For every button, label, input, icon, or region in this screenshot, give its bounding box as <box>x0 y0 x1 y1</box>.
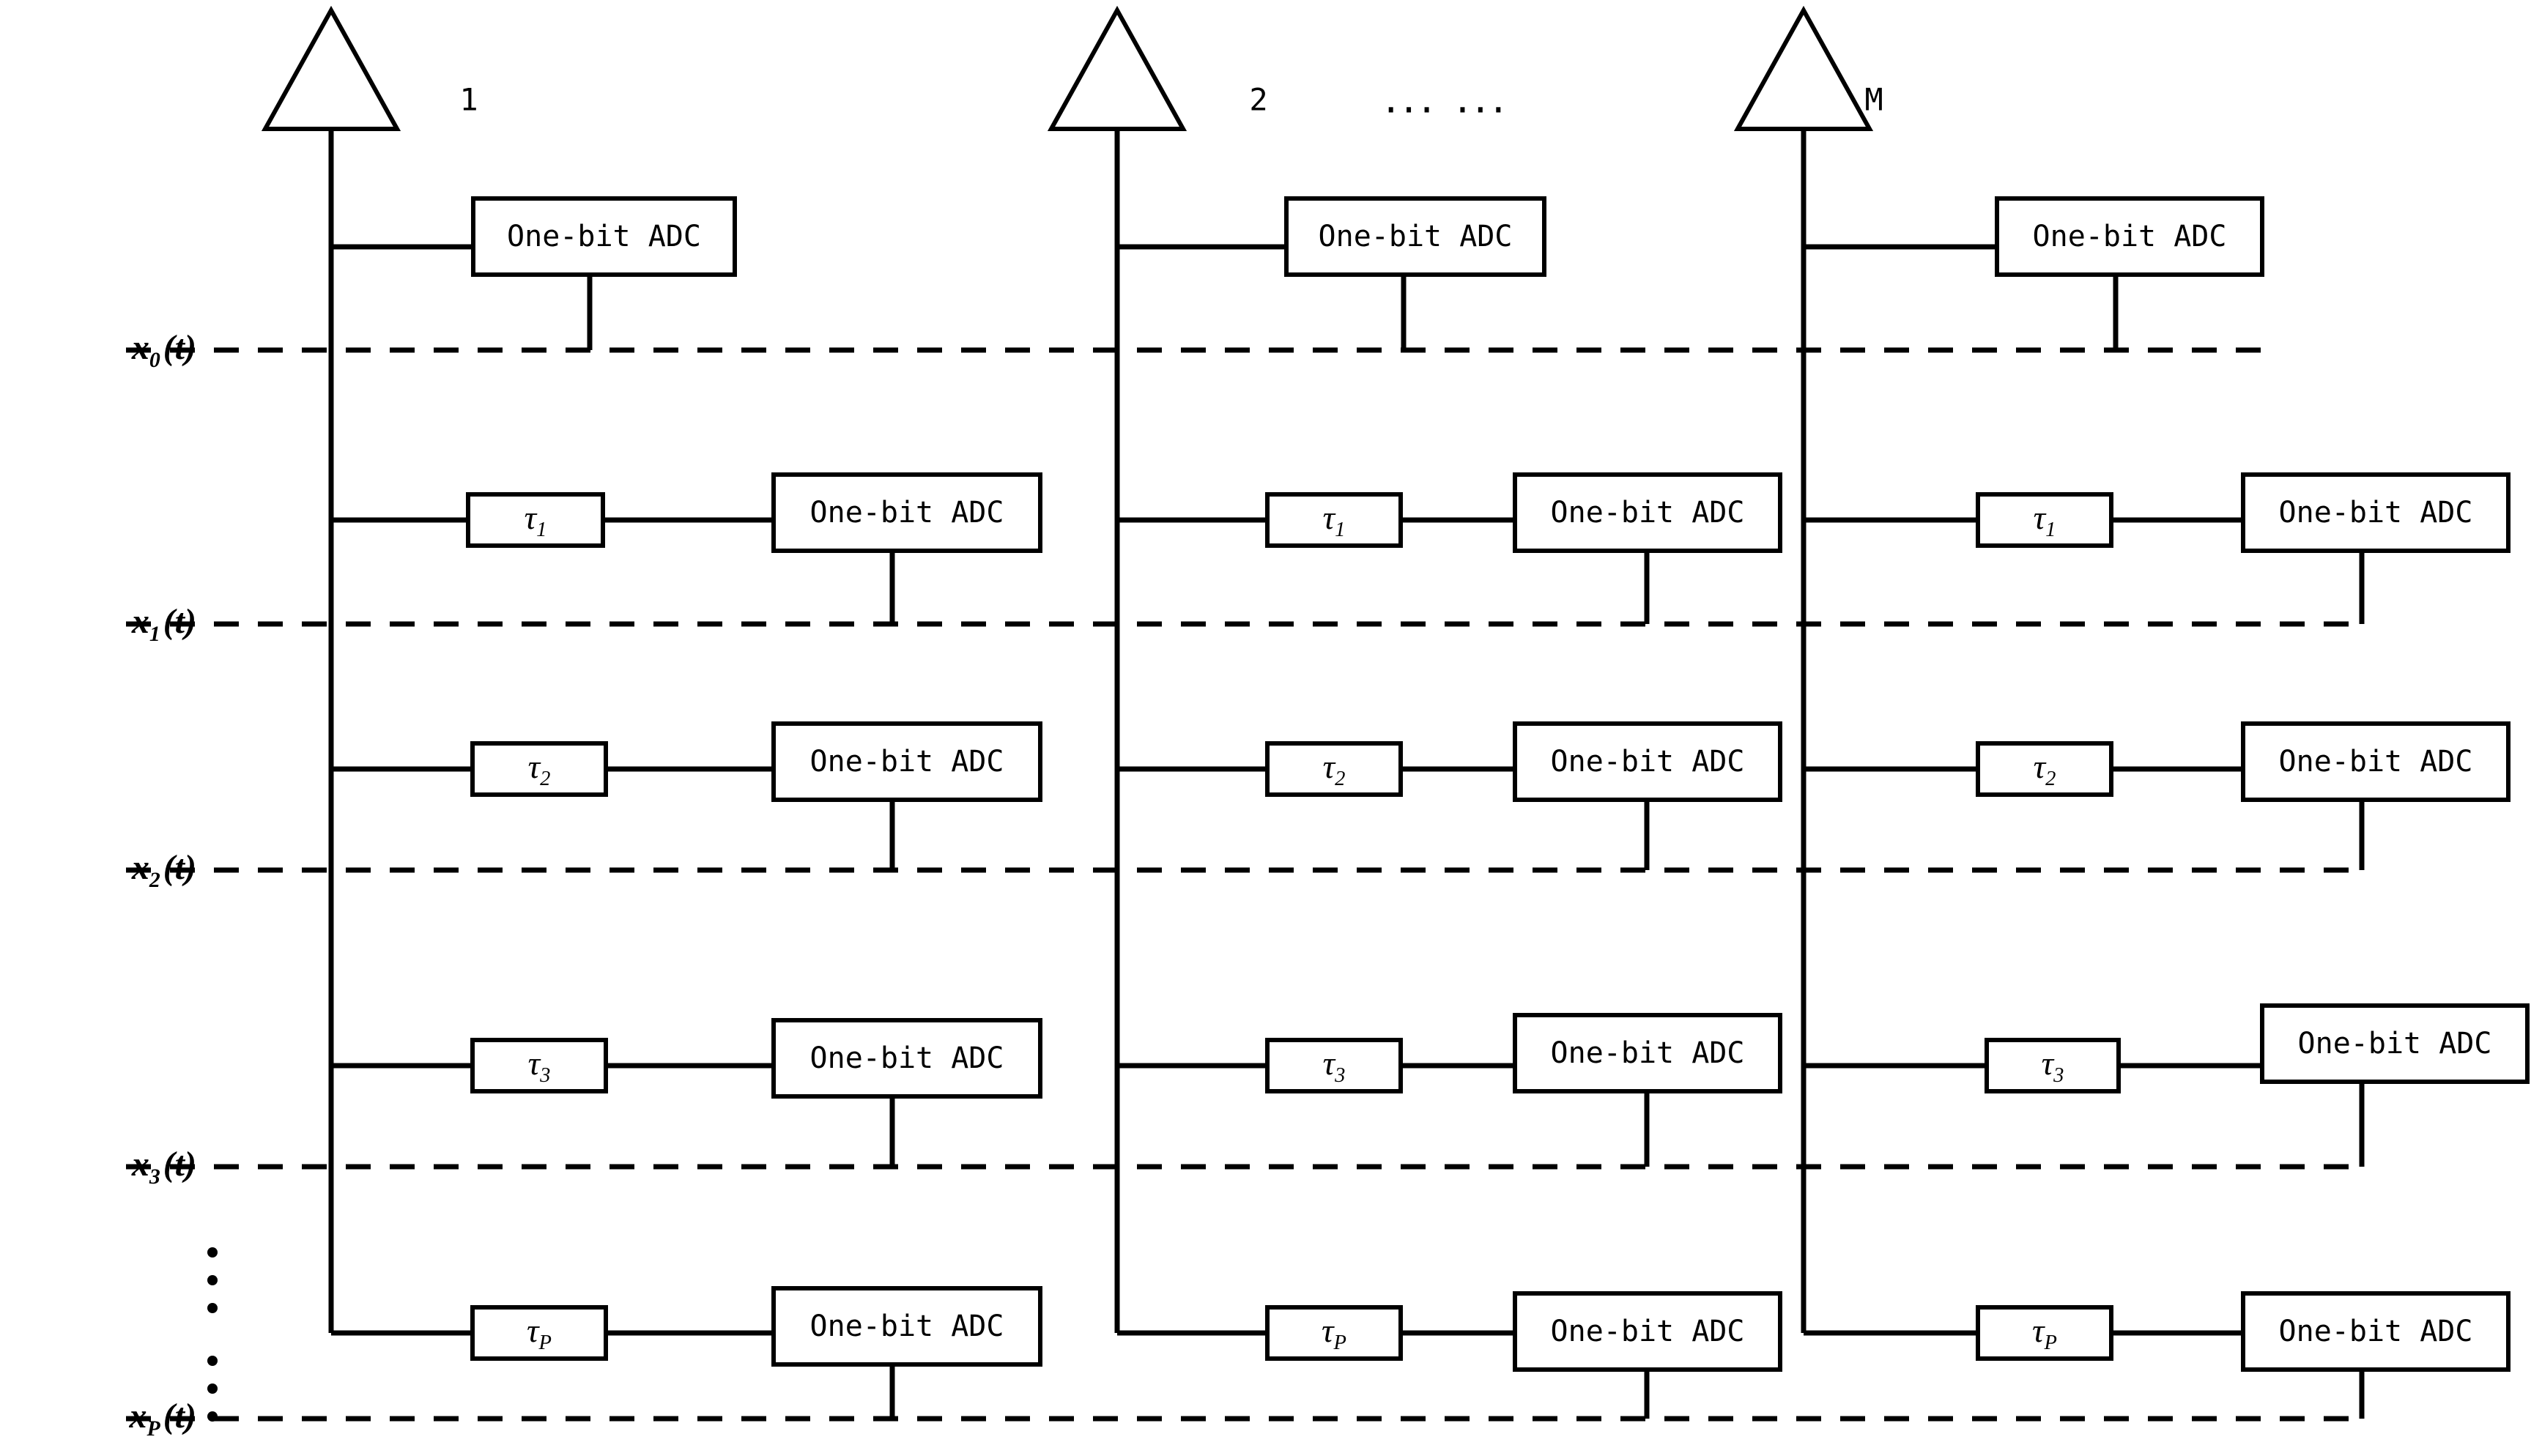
row-label-row-x1: x1 (t) <box>131 602 196 646</box>
delay-box-row-x2-col1[interactable] <box>470 741 608 797</box>
delay-label-row-x2-col2: τ2 <box>1322 747 1346 791</box>
adc-box-row-x0-col1[interactable] <box>471 196 737 277</box>
row-ellipsis-dot-1 <box>207 1247 218 1258</box>
delay-box-row-x3-col3[interactable] <box>1985 1038 2121 1093</box>
antenna-icon-1 <box>261 5 401 131</box>
row-label-row-x0: x0 (t) <box>131 328 196 372</box>
adc-box-row-x1-col1[interactable] <box>771 472 1042 553</box>
adc-box-row-x1-col3[interactable] <box>2241 472 2510 553</box>
adc-box-row-x3-col3[interactable] <box>2260 1003 2530 1084</box>
row-label-row-xP: xP (t) <box>129 1397 197 1441</box>
delay-box-row-x3-col1[interactable] <box>470 1038 608 1093</box>
delay-label-row-xP-col2: τP <box>1322 1311 1346 1355</box>
delay-label-row-x1-col1: τ1 <box>524 498 547 542</box>
delay-label-row-x3-col3: τ3 <box>2041 1044 2064 1088</box>
delay-label-row-x2-col3: τ2 <box>2033 747 2056 791</box>
antenna-label-2: 2 <box>1249 81 1268 118</box>
row-label-row-x3: x3 (t) <box>131 1145 196 1189</box>
delay-label-row-xP-col3: τP <box>2032 1311 2057 1355</box>
antenna-label-1: 1 <box>459 81 478 118</box>
row-ellipsis-dot-4 <box>207 1356 218 1366</box>
delay-label-row-x1-col2: τ1 <box>1322 498 1346 542</box>
row-ellipsis-dot-5 <box>207 1383 218 1394</box>
delay-box-row-x2-col3[interactable] <box>1976 741 2113 797</box>
adc-box-row-x1-col2[interactable] <box>1513 472 1782 553</box>
adc-box-row-xP-col3[interactable] <box>2241 1291 2510 1372</box>
antenna-label-3: M <box>1864 81 1883 118</box>
delay-label-row-x2-col1: τ2 <box>527 747 551 791</box>
adc-box-row-x0-col2[interactable] <box>1284 196 1546 277</box>
adc-box-row-x3-col2[interactable] <box>1513 1013 1782 1093</box>
delay-box-row-xP-col1[interactable] <box>470 1305 608 1361</box>
adc-box-row-xP-col1[interactable] <box>771 1286 1042 1367</box>
adc-box-row-xP-col2[interactable] <box>1513 1291 1782 1372</box>
adc-box-row-x0-col3[interactable] <box>1995 196 2264 277</box>
delay-label-row-xP-col1: τP <box>527 1311 552 1355</box>
antenna-icon-3 <box>1733 5 1874 131</box>
row-ellipsis-dot-6 <box>207 1411 218 1422</box>
adc-box-row-x2-col1[interactable] <box>771 721 1042 802</box>
adc-box-row-x3-col1[interactable] <box>771 1018 1042 1099</box>
antenna-icon-2 <box>1047 5 1187 131</box>
delay-label-row-x1-col3: τ1 <box>2033 498 2056 542</box>
adc-box-row-x2-col3[interactable] <box>2241 721 2510 802</box>
row-ellipsis-dot-3 <box>207 1303 218 1313</box>
column-ellipsis: ··· ··· <box>1384 85 1510 135</box>
delay-label-row-x3-col1: τ3 <box>527 1044 551 1088</box>
adc-box-row-x2-col2[interactable] <box>1513 721 1782 802</box>
row-label-row-x2: x2 (t) <box>131 848 196 892</box>
delay-label-row-x3-col2: τ3 <box>1322 1044 1346 1088</box>
delay-box-row-x1-col1[interactable] <box>466 492 605 548</box>
row-ellipsis-dot-2 <box>207 1275 218 1285</box>
